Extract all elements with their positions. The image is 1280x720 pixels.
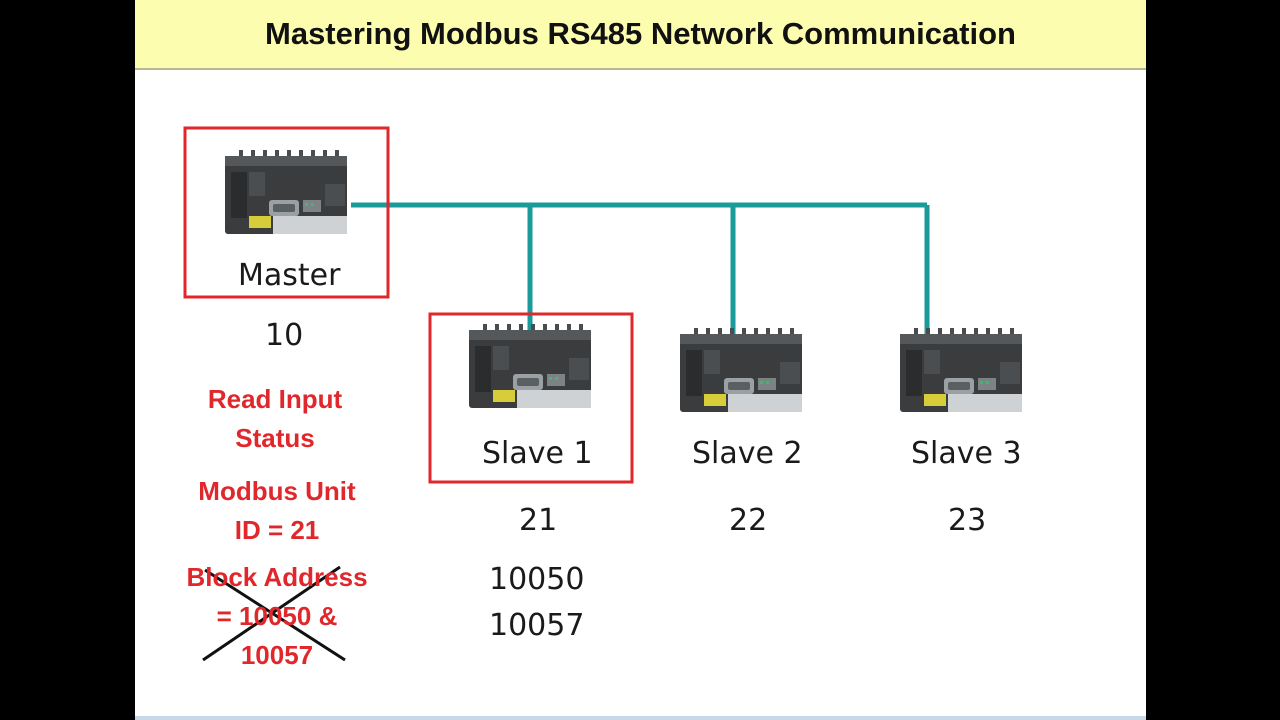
function-note: Read Input Status: [175, 380, 375, 458]
slave-1-address-end: 10057: [489, 608, 585, 643]
block-address-note: Block Address = 10050 & 10057: [165, 558, 389, 675]
unit-id-note-line-1: Modbus Unit: [198, 476, 356, 506]
slide-bottom-border: [135, 716, 1146, 720]
slave-1-address-start: 10050: [489, 562, 585, 597]
slave-3-plc-image: [900, 328, 1022, 412]
master-plc-image: [225, 150, 347, 234]
master-highlight-box: [183, 126, 390, 299]
cross-out-line-1: [204, 568, 346, 662]
unit-id-note-line-2: ID = 21: [234, 515, 320, 545]
slave-2-label: Slave 2: [692, 436, 803, 471]
slave-2-plc-image: [680, 328, 802, 412]
block-address-note-line-2: = 10050 &: [216, 601, 338, 631]
slide-title: Mastering Modbus RS485 Network Communica…: [265, 16, 1016, 51]
network-diagram: [183, 126, 1022, 662]
slave-1-label: Slave 1: [482, 436, 593, 471]
block-address-note-line-1: Block Address: [186, 562, 368, 592]
slave-3-label: Slave 3: [911, 436, 1022, 471]
slide: Mastering Modbus RS485 Network Communica…: [135, 0, 1146, 720]
function-note-line-2: Status: [235, 423, 315, 453]
slave-1-plc-image: [469, 324, 591, 408]
slave-1-id: 21: [519, 503, 558, 538]
slave-1-highlight-box: [428, 312, 634, 484]
function-note-line-1: Read Input: [207, 384, 343, 414]
slave-2-id: 22: [729, 503, 768, 538]
slave-3-id: 23: [948, 503, 987, 538]
cross-out-line-2: [202, 565, 341, 662]
master-label: Master: [238, 258, 341, 293]
unit-id-note: Modbus Unit ID = 21: [165, 472, 389, 550]
title-bar: Mastering Modbus RS485 Network Communica…: [135, 0, 1146, 70]
master-id: 10: [265, 318, 304, 353]
block-address-note-line-3: 10057: [240, 640, 314, 670]
